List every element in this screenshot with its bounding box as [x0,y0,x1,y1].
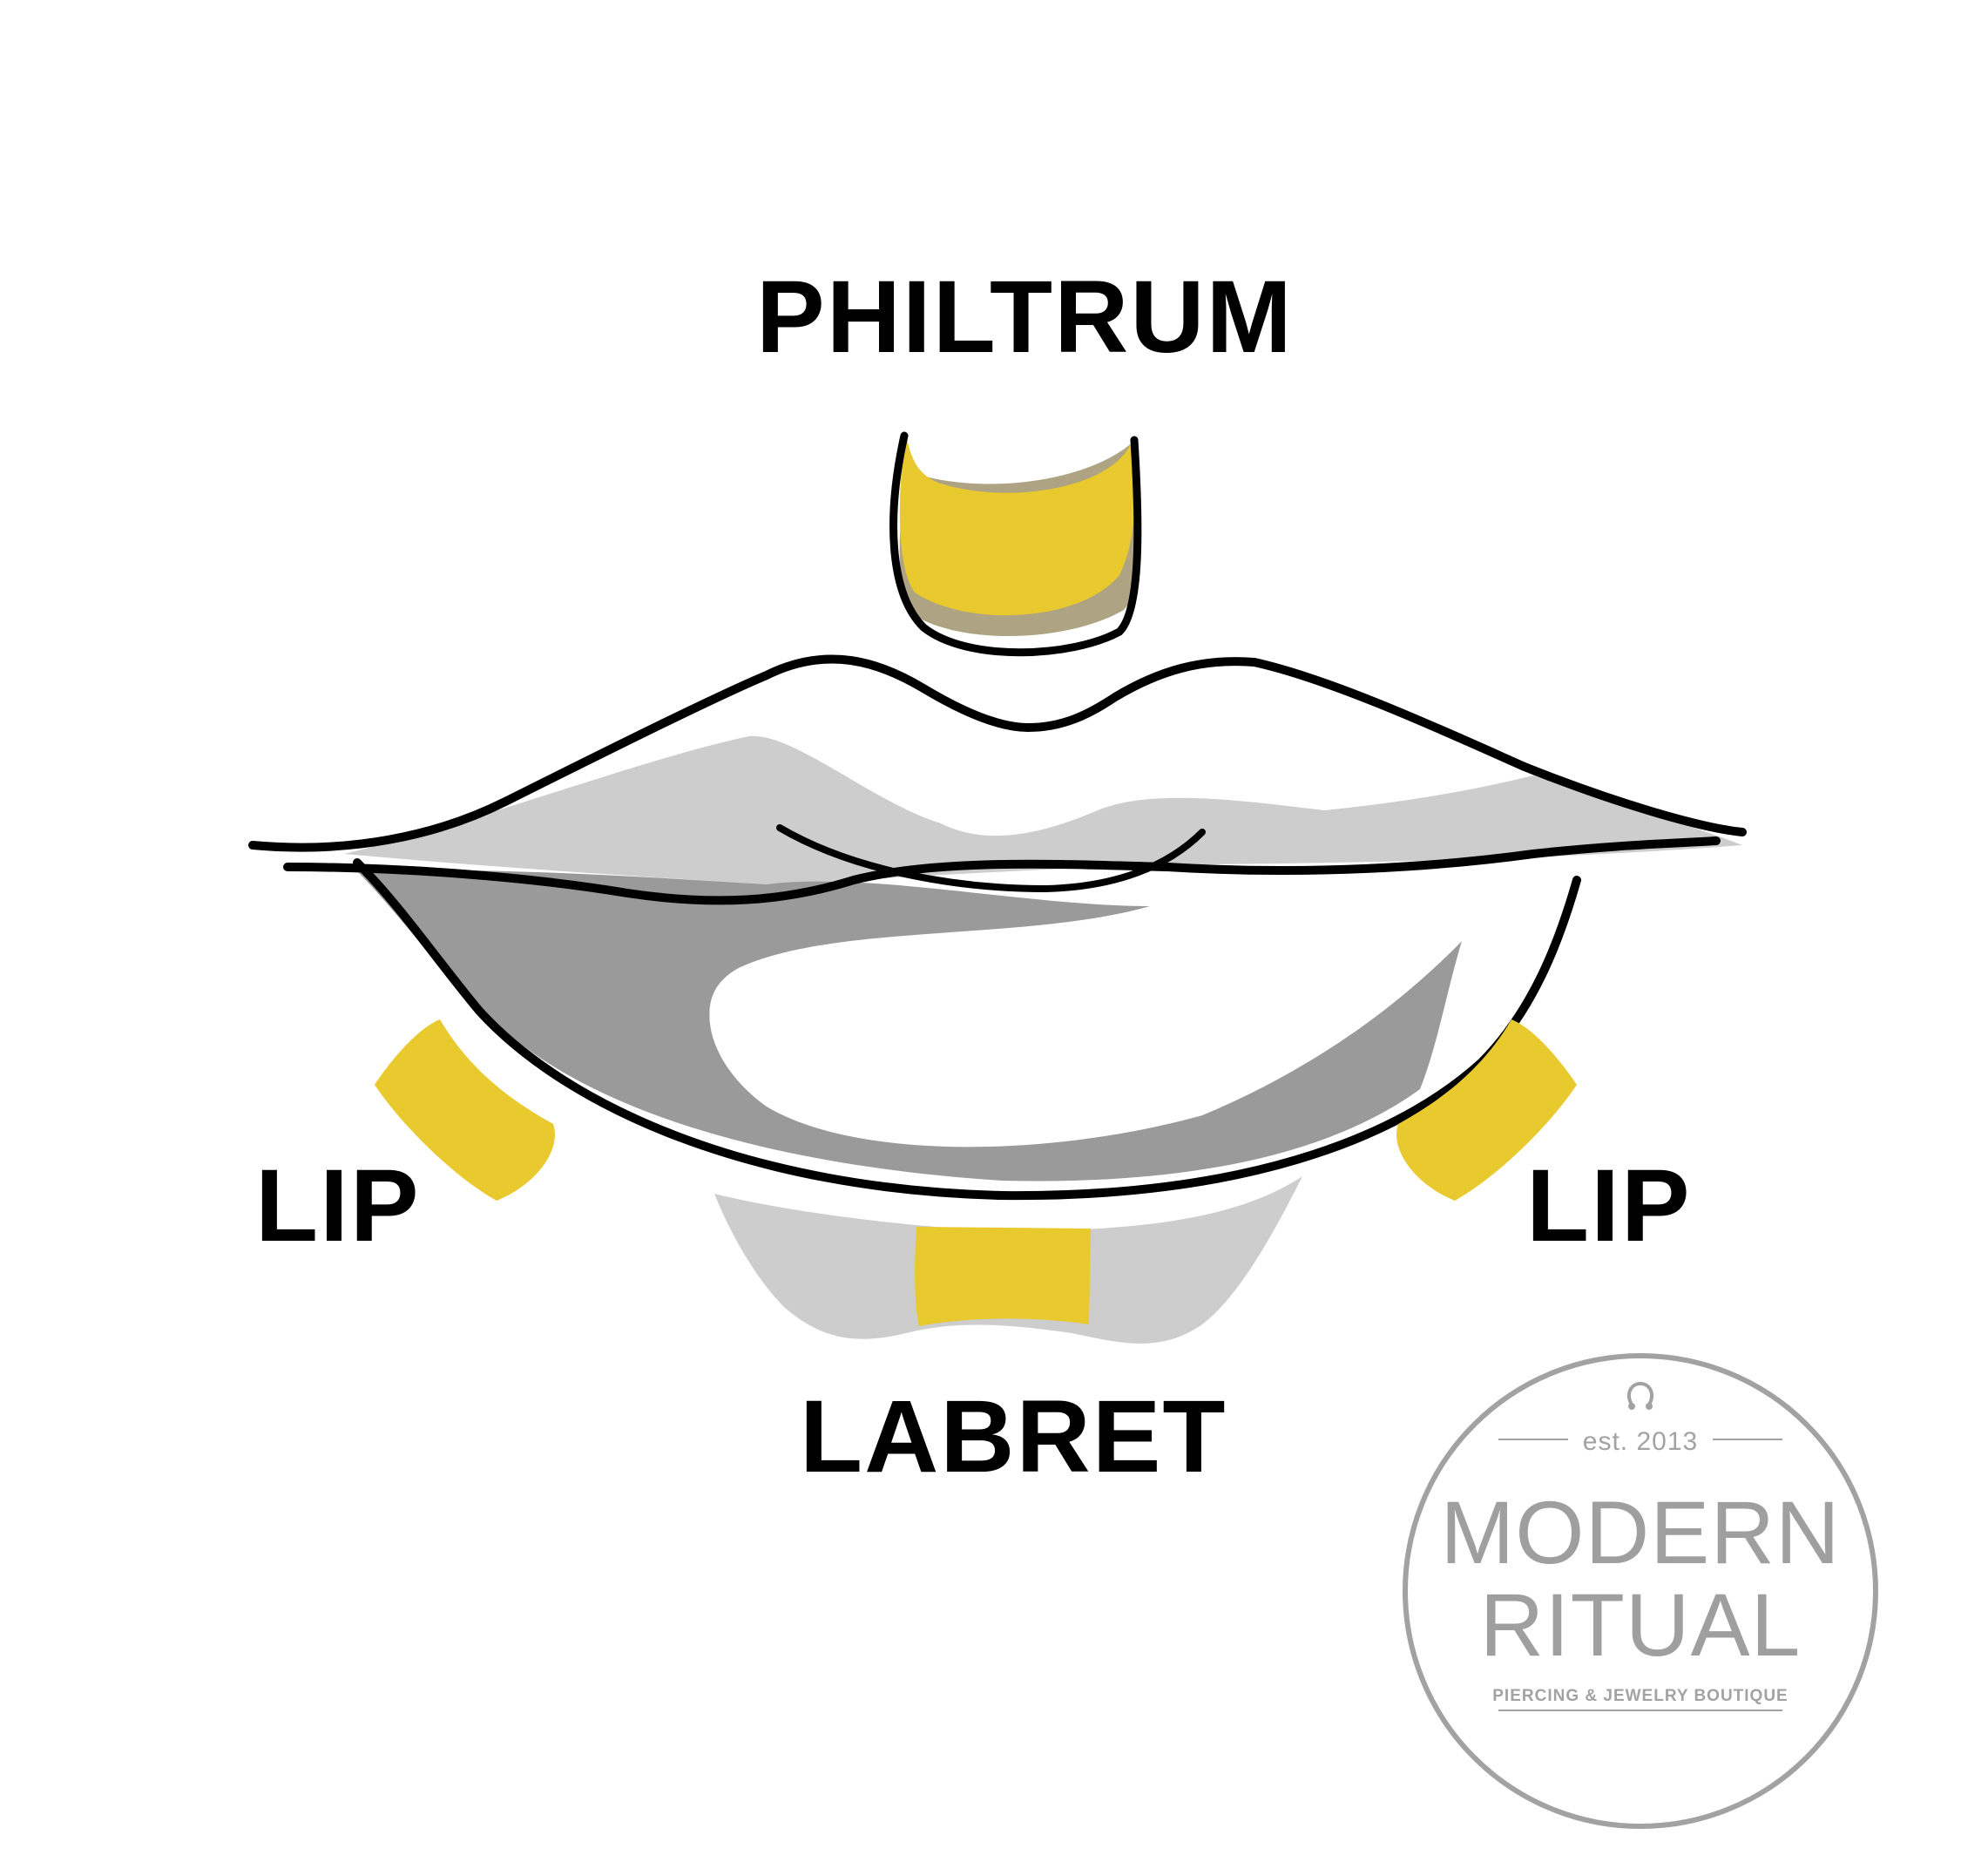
lower-lip-dark-fill [357,870,1462,1182]
logo-tagline: PIERCING & JEWELRY BOUTIQUE [1492,1687,1789,1705]
labret-marker [915,1227,1091,1326]
lower-lip-highlight [709,941,1462,1148]
label-lip-left: LIP [255,1148,421,1263]
lip-right-marker [1396,1019,1577,1201]
label-lip-right: LIP [1526,1148,1692,1263]
logo-line-ritual: RITUAL [1479,1575,1802,1675]
upper-lip-center-curve [776,824,1206,893]
logo-established: est. 2013 [1582,1427,1699,1456]
lip-left-marker [375,1019,555,1201]
label-philtrum: PHILTRUM [756,260,1294,375]
logo-line-modern: MODERN [1440,1483,1841,1582]
label-labret: LABRET [800,1379,1227,1494]
mouth-line [283,836,1721,905]
upper-lip-fill [344,735,1742,884]
philtrum-marker [899,436,1136,616]
logo-circle [1403,1353,1878,1829]
brand-logo: est. 2013 MODERN RITUAL PIERCING & JEWEL… [1396,1347,1884,1835]
upper-lip-outline [248,654,1747,852]
philtrum-outline [889,431,1142,657]
ring-icon [1627,1381,1653,1410]
